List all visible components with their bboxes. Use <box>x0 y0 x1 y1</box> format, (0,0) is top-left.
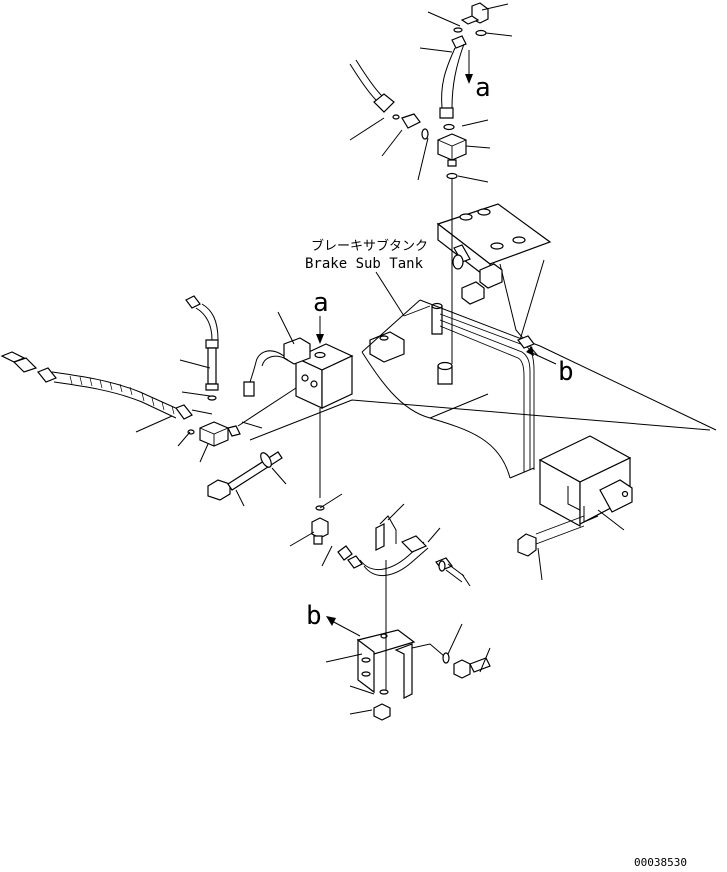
chassis-panel <box>361 299 717 479</box>
view-label-a-mid: a <box>313 288 329 318</box>
cover-box <box>517 435 633 581</box>
long-bolt <box>207 451 287 507</box>
label-brake-sub-tank-jp: ブレーキサブタンク <box>311 238 428 254</box>
left-hose-assembly <box>0 295 263 463</box>
label-brake-sub-tank-en: Brake Sub Tank <box>305 256 424 272</box>
view-label-b-right: b <box>558 357 574 387</box>
view-label-b-bottom: b <box>306 601 322 631</box>
view-arrow-a-mid: a <box>313 288 329 344</box>
lower-tube-assembly <box>289 493 471 587</box>
valve-block <box>237 311 711 498</box>
drawing-number: 00038530 <box>634 856 687 869</box>
top-fitting-assembly <box>349 2 513 183</box>
view-arrow-b-bottom: b <box>306 601 361 637</box>
view-arrow-b-right: b <box>526 346 574 387</box>
tank-mounting-bracket <box>436 178 552 364</box>
lower-bracket <box>325 560 491 721</box>
view-arrow-a-top: a <box>465 50 491 103</box>
view-label-a-top: a <box>475 73 491 103</box>
